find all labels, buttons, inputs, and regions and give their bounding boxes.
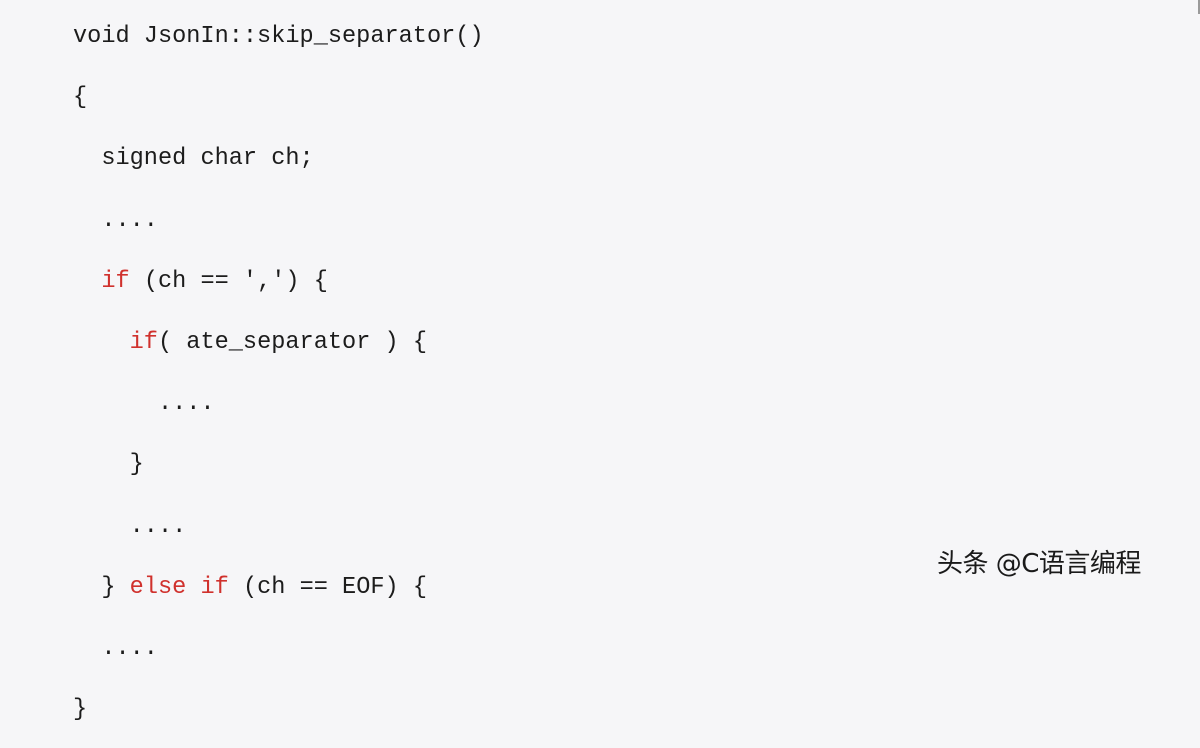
code-line-2: {	[73, 75, 484, 121]
variable-declaration: signed char ch;	[101, 145, 314, 173]
open-brace: {	[73, 84, 88, 112]
code-line-11: ....	[73, 626, 484, 672]
close-brace: }	[129, 451, 144, 479]
code-line-12: }	[73, 687, 484, 733]
keyword-else-if: else if	[129, 573, 229, 601]
code-block: void JsonIn::skip_separator() { signed c…	[73, 14, 484, 748]
if-condition: ( ate_separator ) {	[157, 328, 427, 356]
code-line-9: ....	[73, 504, 484, 550]
code-line-3: signed char ch;	[73, 136, 484, 182]
code-line-7: ....	[73, 381, 484, 427]
scrollbar-edge	[1198, 0, 1200, 14]
if-condition: (ch == ',') {	[129, 267, 328, 295]
ellipsis: ....	[101, 206, 158, 234]
code-line-6: if( ate_separator ) {	[73, 320, 484, 366]
code-line-10: } else if (ch == EOF) {	[73, 565, 484, 611]
function-signature: void JsonIn::skip_separator()	[73, 23, 484, 50]
code-line-4: ....	[73, 198, 484, 244]
else-if-condition: (ch == EOF) {	[228, 573, 428, 601]
keyword-if: if	[129, 328, 158, 356]
code-line-1: void JsonIn::skip_separator()	[73, 14, 484, 60]
code-line-5: if (ch == ',') {	[73, 259, 484, 305]
ellipsis: ....	[157, 390, 215, 418]
close-brace: }	[73, 696, 88, 724]
ellipsis: ....	[101, 634, 158, 662]
close-brace: }	[101, 573, 130, 601]
code-line-8: }	[73, 442, 484, 488]
watermark: 头条 @C语言编程	[937, 549, 1141, 579]
keyword-if: if	[101, 267, 130, 295]
ellipsis: ....	[129, 512, 187, 540]
